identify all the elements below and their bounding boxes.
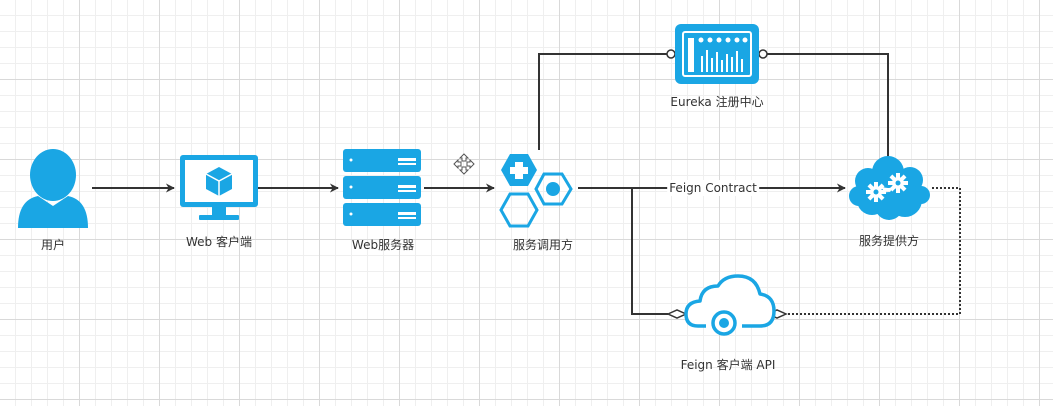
cloud-node-icon — [684, 274, 776, 336]
user-icon — [18, 149, 88, 228]
dashboard-panel-icon — [675, 24, 759, 84]
edge-label-feign-contract: Feign Contract — [667, 180, 759, 196]
eureka-left-port — [666, 49, 676, 59]
node-label-user: 用户 — [40, 238, 66, 252]
edge-feign-api-to-provider — [788, 187, 961, 315]
node-label-consumer: 服务调用方 — [512, 238, 574, 252]
cloud-gears-icon — [849, 156, 930, 220]
eureka-right-port — [758, 49, 768, 59]
node-label-web-server: Web服务器 — [351, 238, 415, 252]
move-cursor-icon — [453, 153, 475, 175]
server-icon — [343, 149, 421, 226]
edge-consumer-to-eureka — [538, 53, 670, 150]
node-label-feign-api: Feign 客户端 API — [680, 358, 776, 372]
hexagon-cluster-icon — [499, 154, 573, 228]
edge-eureka-to-provider — [764, 53, 889, 160]
node-label-web-client: Web 客户端 — [186, 235, 252, 249]
node-label-eureka: Eureka 注册中心 — [670, 95, 764, 109]
monitor-icon — [180, 155, 258, 220]
node-label-provider: 服务提供方 — [858, 234, 920, 248]
feign-api-left-diamond — [666, 309, 688, 319]
edge-consumer-to-feign-api — [631, 188, 668, 315]
